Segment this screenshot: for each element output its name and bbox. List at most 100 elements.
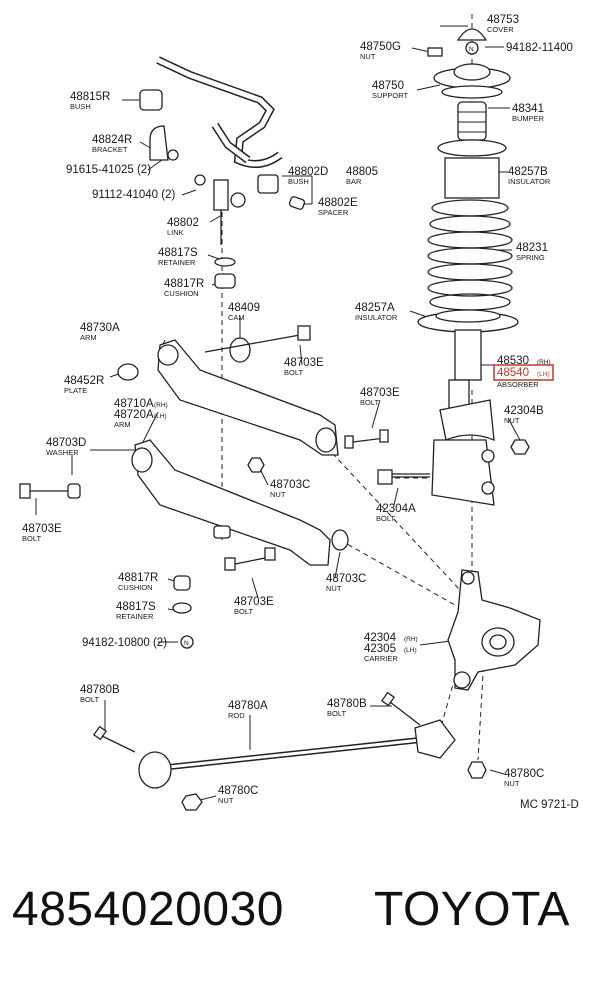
label-pn: 91615-41025 (2) — [66, 164, 151, 176]
label-desc: SPRING — [516, 253, 545, 262]
label-pn: 48824R — [92, 134, 132, 146]
label-desc: INSULATOR — [508, 177, 551, 186]
label-pn: 48753 — [487, 14, 519, 26]
label-desc: BOLT — [22, 534, 41, 543]
label-desc: CAM — [228, 313, 245, 322]
highlight-box — [493, 364, 554, 381]
label-desc: BOLT — [327, 709, 346, 718]
spring-48231 — [427, 199, 513, 311]
label-desc: NUT — [504, 416, 520, 425]
label-pn-highlight: 48540 — [497, 367, 529, 379]
label-desc: COVER — [487, 25, 514, 34]
bolt-48703e-a — [344, 429, 389, 449]
label-pn: 48703E — [360, 387, 400, 399]
label-pn: 48750G — [360, 41, 401, 53]
part-labels: 48753 COVER 48750G NUT 94182-11400 48750… — [22, 14, 579, 811]
rear-rod-assembly — [92, 691, 487, 811]
label-desc: CUSHION — [118, 583, 153, 592]
label-pn: 48780B — [80, 684, 120, 696]
label-pn: 48703E — [22, 523, 62, 535]
bolt-48703e-b — [19, 483, 81, 499]
label-pn: 48817S — [158, 247, 198, 259]
label-pn: 94182-11400 — [506, 42, 573, 54]
label-sub: (RH) — [154, 402, 168, 409]
label-desc: BRACKET — [92, 145, 128, 154]
label-sub: (LH) — [154, 413, 167, 420]
lower-arms: N — [19, 325, 389, 649]
label-pn: 48750 — [372, 80, 404, 92]
cover-48753 — [456, 28, 488, 41]
label-desc: CUSHION — [164, 289, 199, 298]
exploded-parts-diagram: N — [19, 14, 579, 811]
label-sub: (RH) — [537, 359, 551, 366]
rod-48780a — [138, 751, 172, 789]
label-desc: BOLT — [376, 514, 395, 523]
label-desc: BOLT — [284, 368, 303, 377]
label-pn: 48780C — [218, 785, 258, 797]
label-pn: 42304 — [364, 632, 397, 644]
label-desc: BOLT — [80, 695, 99, 704]
label-pn: 48452R — [64, 375, 104, 387]
diagram-code: MC 9721-D — [520, 799, 579, 811]
label-desc: NUT — [326, 584, 342, 593]
label-desc: BUSH — [70, 102, 91, 111]
bolt-48780b-right — [380, 691, 421, 726]
label-pn: 48802 — [167, 217, 199, 229]
label-desc: WASHER — [46, 448, 79, 457]
label-pn: 48817R — [164, 278, 204, 290]
arm-48710a — [134, 439, 331, 566]
bush-48815r — [139, 89, 163, 111]
label-pn: 48703C — [326, 573, 366, 585]
label-desc: RETAINER — [116, 612, 154, 621]
strut-assembly: N — [377, 28, 530, 506]
label-pn: 42305 — [364, 643, 396, 655]
label-pn: 48802E — [318, 197, 358, 209]
label-pn: 42304A — [376, 503, 416, 515]
nut-94182-11400 — [465, 41, 479, 55]
label-sub: (RH) — [404, 636, 418, 643]
bracket-48824r — [149, 125, 169, 161]
label-pn: 48703D — [46, 437, 86, 449]
bumper-48341 — [457, 101, 487, 141]
label-desc: PLATE — [64, 386, 87, 395]
label-pn: 48341 — [512, 103, 544, 115]
label-desc: BUSH — [288, 177, 309, 186]
label-pn: 48802D — [288, 166, 328, 178]
label-pn: 48703E — [234, 596, 274, 608]
label-desc: SPACER — [318, 208, 349, 217]
carrier-42304 — [447, 569, 541, 691]
label-pn: 48409 — [228, 302, 260, 314]
label-desc: ROD — [228, 711, 245, 720]
label-pn: 48780B — [327, 698, 367, 710]
bolt-48703e-c — [224, 547, 276, 571]
label-desc: ARM — [114, 420, 131, 429]
footer: 4854020030 TOYOTA — [12, 882, 588, 942]
svg-text:N: N — [184, 640, 189, 647]
label-pn: 48720A — [114, 409, 154, 421]
label-desc: BOLT — [234, 607, 253, 616]
svg-text:N: N — [469, 46, 474, 53]
label-desc: BUMPER — [512, 114, 545, 123]
insulator-48257b — [444, 157, 500, 199]
label-desc: ABSORBER — [497, 380, 539, 389]
spacer-48802e — [288, 196, 306, 210]
label-pn: 48780A — [228, 700, 268, 712]
label-pn: 48780C — [504, 768, 544, 780]
label-desc: NUT — [360, 52, 376, 61]
brand-name: TOYOTA — [374, 883, 570, 936]
label-pn: 42304B — [504, 405, 544, 417]
label-pn: 48703E — [284, 357, 324, 369]
label-pn: 48231 — [516, 242, 548, 254]
label-pn: 48257B — [508, 166, 548, 178]
label-desc: INSULATOR — [355, 313, 398, 322]
label-desc: RETAINER — [158, 258, 196, 267]
stabilizer-bar-assembly — [139, 56, 306, 289]
label-desc: BAR — [346, 177, 362, 186]
label-pn: 48805 — [346, 166, 378, 178]
label-desc: NUT — [504, 779, 520, 788]
cam-48409 — [229, 337, 251, 363]
arm-48730a — [157, 339, 339, 456]
label-pn: 48817S — [116, 601, 156, 613]
bolt-48780b-left — [92, 725, 136, 753]
label-desc: NUT — [270, 490, 286, 499]
